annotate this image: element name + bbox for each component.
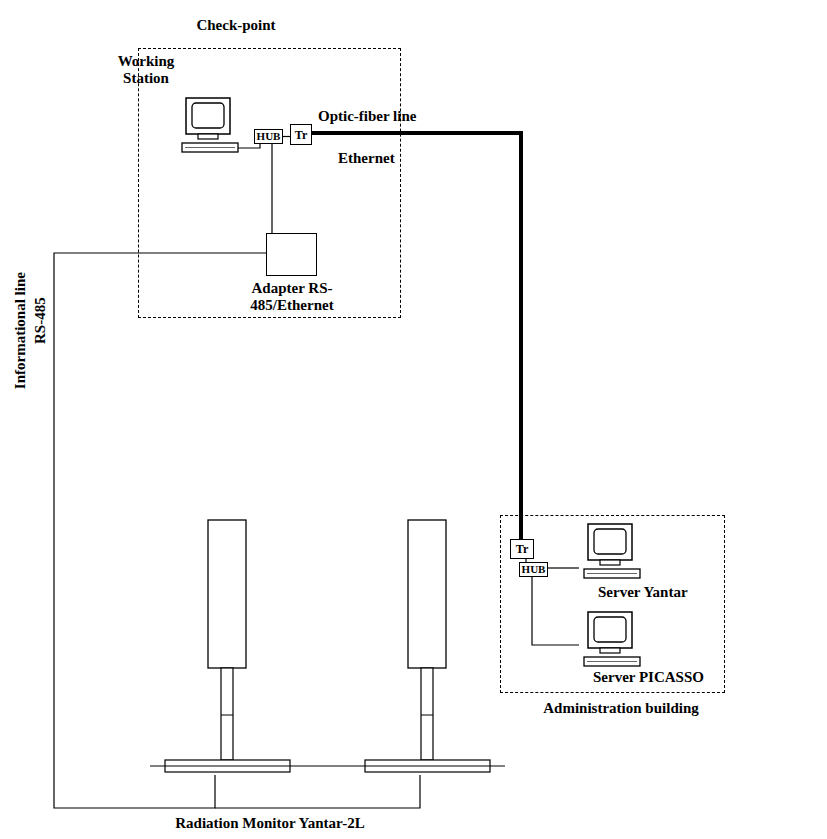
network-wire [271, 144, 272, 233]
node-label: Radiation Monitor Yantar-2L [120, 815, 420, 832]
network-wire [283, 136, 290, 137]
line-label: RS-485 [31, 297, 48, 344]
transceiver-box: Tr [510, 539, 534, 559]
server-computer: Server Yantar [579, 521, 704, 606]
network-wire [54, 253, 266, 808]
checkpoint-region: Check-pointWorking StationHUBTrAdapter R… [138, 48, 401, 318]
computer-icon [181, 97, 239, 155]
node-label: Check-point [156, 17, 316, 34]
line-label: Ethernet [338, 150, 395, 167]
optic-fiber-line [312, 133, 521, 539]
radiation-monitor: Radiation Monitor Yantar-2L [150, 515, 510, 775]
hub-box: HUB [519, 562, 548, 577]
line-label: Informational line [11, 272, 28, 389]
box-label: HUB [257, 131, 281, 142]
node-label: Administration building [521, 700, 721, 717]
node-label: Server PICASSO [593, 669, 721, 686]
adapter-box: Adapter RS-485/Ethernet [266, 233, 317, 276]
network-wire [548, 567, 579, 568]
box-label: Tr [516, 543, 528, 555]
network-wire [237, 144, 260, 148]
node-label: Working Station [109, 53, 183, 86]
workstation-computer: Working Station [109, 53, 237, 157]
box-label: Tr [295, 129, 307, 141]
transceiver-box: Tr [290, 124, 312, 145]
computer-icon [583, 611, 641, 669]
wire-branch [215, 775, 420, 808]
computer-icon [583, 523, 641, 581]
node-label: Adapter RS-485/Ethernet [222, 280, 362, 313]
node-label: Server Yantar [598, 584, 704, 601]
server-computer: Server PICASSO [579, 609, 721, 689]
administration-region: Administration buildingTrHUBServer Yanta… [500, 515, 725, 693]
radiation-monitor-drawing [150, 515, 510, 775]
network-wire [532, 577, 579, 645]
box-label: HUB [522, 564, 546, 575]
hub-box: HUB [254, 129, 283, 144]
line-label: Optic-fiber line [318, 108, 416, 125]
